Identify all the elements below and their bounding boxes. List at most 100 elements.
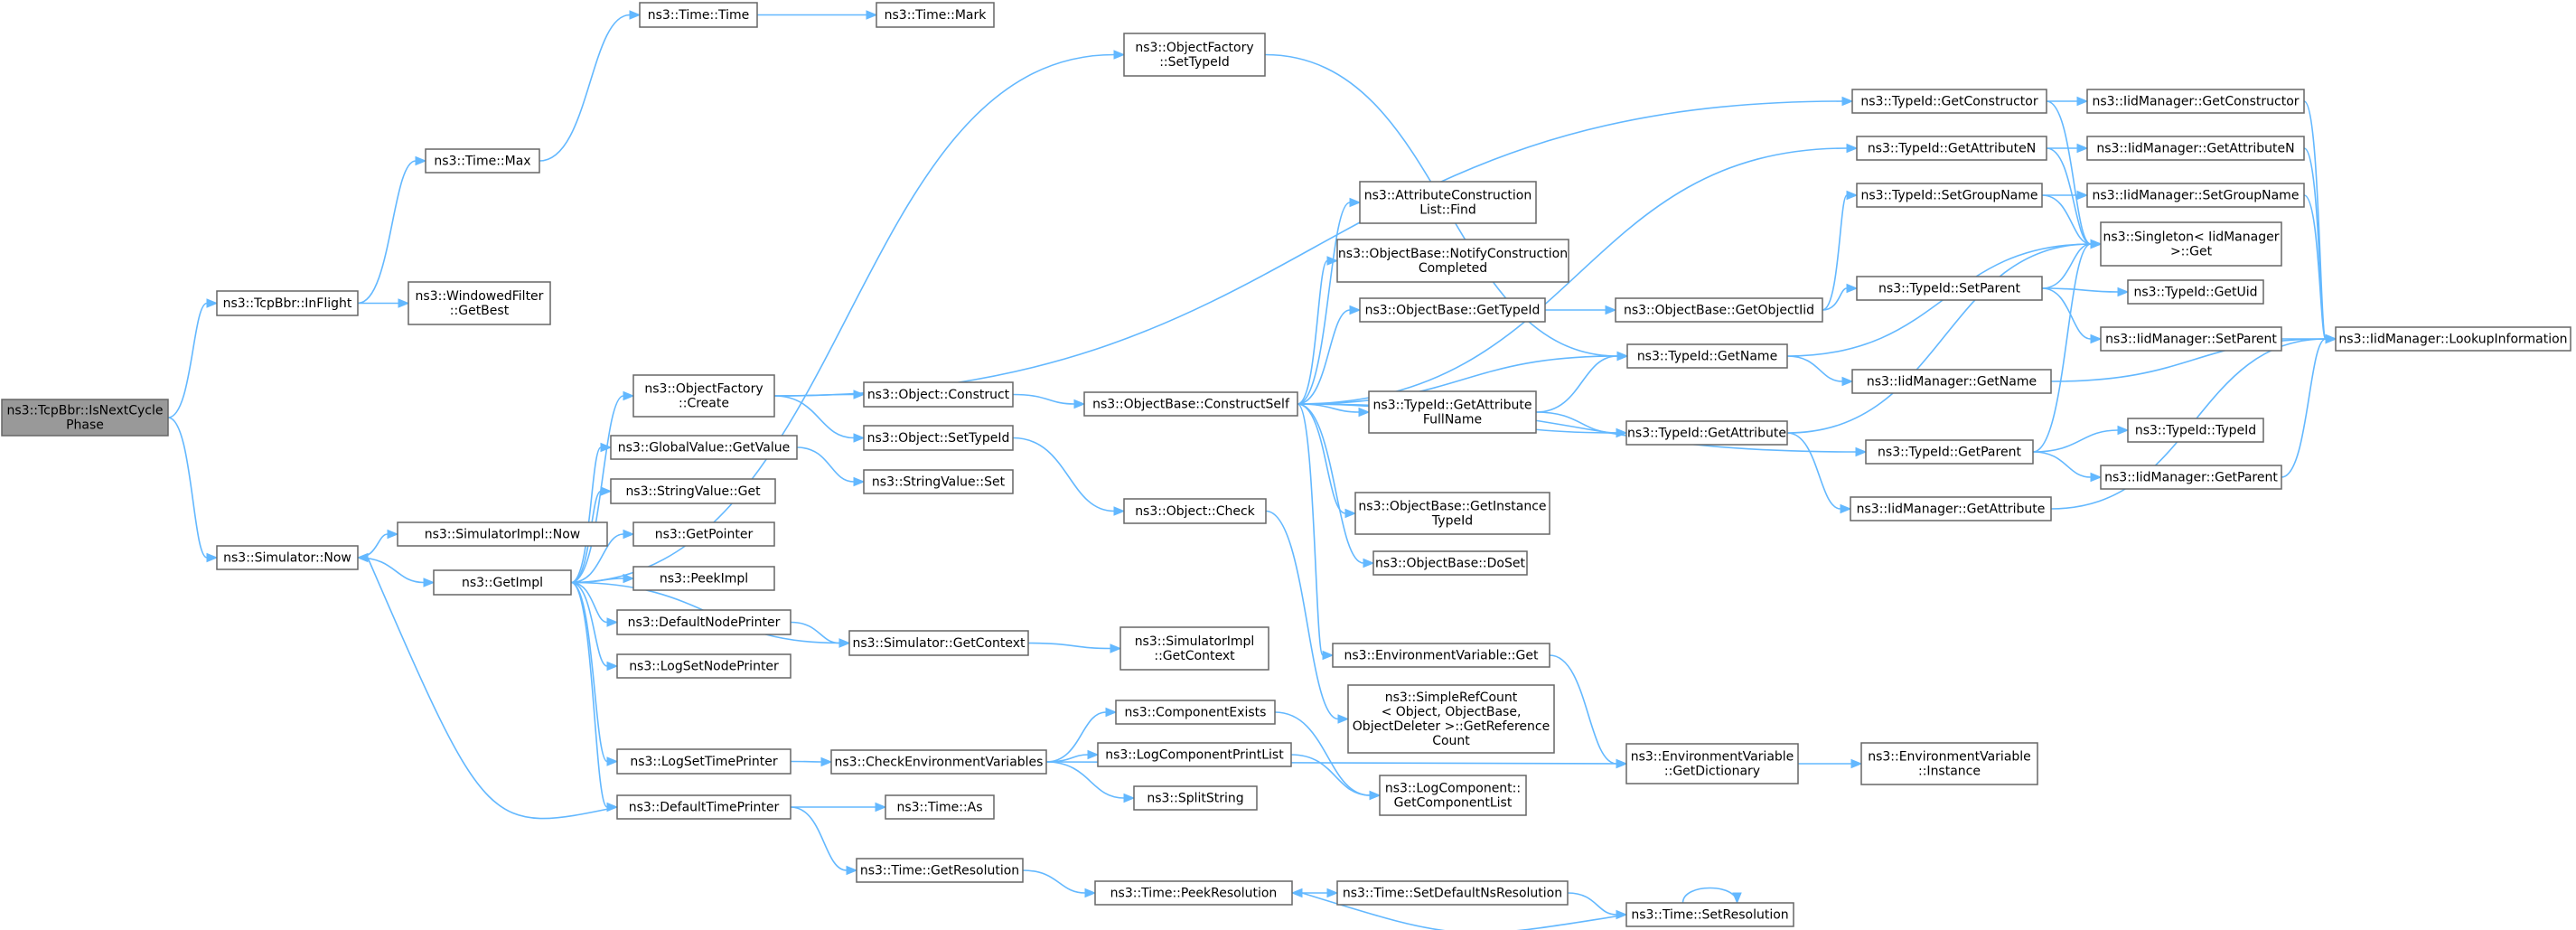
graph-node[interactable]: ns3::Simulator::GetContext xyxy=(848,630,1029,656)
graph-node[interactable]: ns3::SimpleRefCount< Object, ObjectBase,… xyxy=(1347,684,1555,754)
graph-node[interactable]: ns3::Time::SetResolution xyxy=(1625,902,1794,927)
graph-node[interactable]: ns3::SimulatorImpl::GetContext xyxy=(1119,626,1269,671)
graph-node[interactable]: ns3::LogSetTimePrinter xyxy=(616,748,792,775)
graph-node[interactable]: ns3::IidManager::GetName xyxy=(1851,369,2052,394)
node-label: ns3::ObjectBase::ConstructSelf xyxy=(1092,397,1290,411)
edge-line xyxy=(1822,194,1848,311)
node-label: ::GetDictionary xyxy=(1664,764,1760,778)
graph-node[interactable]: ns3::IidManager::GetParent xyxy=(2100,465,2282,490)
graph-node[interactable]: ns3::DefaultTimePrinter xyxy=(616,794,792,820)
edge-arrowhead xyxy=(398,298,410,308)
graph-node[interactable]: ns3::Time::SetDefaultNsResolution xyxy=(1336,880,1569,906)
graph-node[interactable]: ns3::Object::Check xyxy=(1123,498,1267,524)
node-label: ns3::StringValue::Get xyxy=(625,484,761,499)
node-box xyxy=(610,478,776,504)
graph-node[interactable]: ns3::EnvironmentVariable::Instance xyxy=(1860,742,2038,785)
node-box xyxy=(2127,418,2264,443)
graph-node[interactable]: ns3::LogComponentPrintList xyxy=(1097,742,1292,767)
graph-node[interactable]: ns3::Object::Construct xyxy=(863,381,1014,408)
edge-arrowhead xyxy=(1123,793,1136,803)
graph-node[interactable]: ns3::GetImpl xyxy=(433,569,572,596)
edge-arrowhead xyxy=(1084,888,1097,898)
edge-arrowhead xyxy=(1337,714,1350,724)
graph-node[interactable]: ns3::ObjectBase::NotifyConstructionCompl… xyxy=(1336,239,1569,283)
graph-node[interactable]: ns3::ComponentExists xyxy=(1115,700,1276,725)
graph-node[interactable]: ns3::GlobalValue::GetValue xyxy=(610,435,798,460)
graph-node[interactable]: ns3::Time::As xyxy=(885,794,995,820)
node-label: ns3::ComponentExists xyxy=(1125,705,1267,719)
graph-node[interactable]: ns3::Time::Time xyxy=(639,2,758,28)
graph-node[interactable]: ns3::SplitString xyxy=(1133,785,1258,811)
graph-node[interactable]: ns3::GetPointer xyxy=(632,521,775,547)
node-label: ns3::Object::Check xyxy=(1135,504,1255,519)
node-label: ns3::IidManager::GetAttribute xyxy=(1857,502,2046,516)
graph-node[interactable]: ns3::StringValue::Get xyxy=(610,478,776,504)
graph-node[interactable]: ns3::LogSetNodePrinter xyxy=(616,653,792,679)
graph-node[interactable]: ns3::Time::Mark xyxy=(876,2,995,28)
graph-node[interactable]: ns3::TypeId::GetName xyxy=(1626,343,1788,369)
graph-node[interactable]: ns3::Object::SetTypeId xyxy=(863,425,1014,451)
graph-node[interactable]: ns3::ObjectFactory::SetTypeId xyxy=(1123,33,1266,77)
node-label: ns3::Time::SetDefaultNsResolution xyxy=(1343,886,1562,900)
graph-node[interactable]: ns3::IidManager::GetAttributeN xyxy=(2086,136,2305,161)
graph-node[interactable]: ns3::ObjectFactory::Create xyxy=(632,374,775,418)
graph-node[interactable]: ns3::CheckEnvironmentVariables xyxy=(830,749,1047,775)
graph-node[interactable]: ns3::Time::GetResolution xyxy=(856,858,1024,883)
node-label: List::Find xyxy=(1419,202,1476,217)
edge-line xyxy=(357,160,417,305)
graph-node[interactable]: ns3::TypeId::TypeId xyxy=(2127,418,2264,443)
graph-node[interactable]: ns3::WindowedFilter::GetBest xyxy=(407,281,551,325)
graph-node[interactable]: ns3::TypeId::GetAttribute xyxy=(1625,420,1788,446)
graph-node[interactable]: ns3::StringValue::Set xyxy=(863,469,1014,494)
graph-node[interactable]: ns3::IidManager::GetAttribute xyxy=(1850,496,2052,521)
graph-node[interactable]: ns3::Time::Max xyxy=(425,148,540,174)
edge-arrowhead xyxy=(387,529,399,540)
graph-node[interactable]: ns3::TypeId::GetParent xyxy=(1865,439,2034,465)
graph-node[interactable]: ns3::TypeId::SetGroupName xyxy=(1856,183,2043,208)
edge-arrowhead xyxy=(1105,707,1118,718)
node-label: TypeId xyxy=(1431,513,1473,528)
graph-node[interactable]: ns3::Singleton< IidManager>::Get xyxy=(2100,221,2282,267)
graph-node[interactable]: ns3::ObjectBase::GetObjectIid xyxy=(1615,297,1823,323)
node-box xyxy=(216,290,359,316)
node-label: ns3::Time::SetResolution xyxy=(1631,907,1788,922)
node-label: ns3::ObjectBase::GetInstance xyxy=(1358,499,1546,513)
edge-arrowhead xyxy=(415,155,427,166)
edge-arrowhead xyxy=(1326,256,1339,266)
graph-node[interactable]: ns3::TypeId::GetAttributeN xyxy=(1856,136,2047,161)
edge-line xyxy=(2032,429,2119,453)
node-box xyxy=(425,148,540,174)
node-label: ns3::GlobalValue::GetValue xyxy=(618,440,790,455)
graph-node[interactable]: ns3::ObjectBase::ConstructSelf xyxy=(1083,391,1298,417)
graph-node[interactable]: ns3::Time::PeekResolution xyxy=(1094,880,1293,906)
graph-node[interactable]: ns3::EnvironmentVariable::Get xyxy=(1332,643,1550,668)
graph-node[interactable]: ns3::IidManager::SetGroupName xyxy=(2086,183,2305,208)
graph-node[interactable]: ns3::IidManager::GetConstructor xyxy=(2086,89,2305,114)
node-box xyxy=(1347,684,1555,754)
graph-node[interactable]: ns3::IidManager::SetParent xyxy=(2100,326,2282,352)
node-box xyxy=(1379,775,1527,816)
graph-node[interactable]: ns3::TypeId::GetConstructor xyxy=(1851,89,2047,114)
graph-node[interactable]: ns3::IidManager::LookupInformation xyxy=(2335,326,2571,352)
graph-node[interactable]: ns3::DefaultNodePrinter xyxy=(616,609,792,635)
node-label: ns3::Time::Max xyxy=(434,154,530,168)
graph-node[interactable]: ns3::SimulatorImpl::Now xyxy=(397,521,608,547)
edge-arrowhead xyxy=(1113,50,1126,60)
graph-node[interactable]: ns3::Simulator::Now xyxy=(216,545,359,570)
graph-node[interactable]: ns3::PeekImpl xyxy=(632,566,775,591)
node-box xyxy=(856,858,1024,883)
graph-node[interactable]: ns3::TypeId::SetParent xyxy=(1856,276,2043,301)
graph-node[interactable]: ns3::EnvironmentVariable::GetDictionary xyxy=(1625,743,1799,784)
node-box xyxy=(1625,743,1799,784)
graph-node[interactable]: ns3::ObjectBase::DoSet xyxy=(1372,550,1528,576)
graph-node[interactable]: ns3::ObjectBase::GetTypeId xyxy=(1359,297,1546,323)
graph-node[interactable]: ns3::TypeId::GetUid xyxy=(2127,279,2264,305)
edge-arrowhead xyxy=(623,390,635,401)
graph-node[interactable]: ns3::LogComponent::GetComponentList xyxy=(1379,775,1527,816)
node-label: ns3::SimulatorImpl::Now xyxy=(425,527,581,541)
graph-node[interactable]: ns3::TcpBbr::InFlight xyxy=(216,290,359,316)
edge-arrowhead xyxy=(2325,333,2337,344)
